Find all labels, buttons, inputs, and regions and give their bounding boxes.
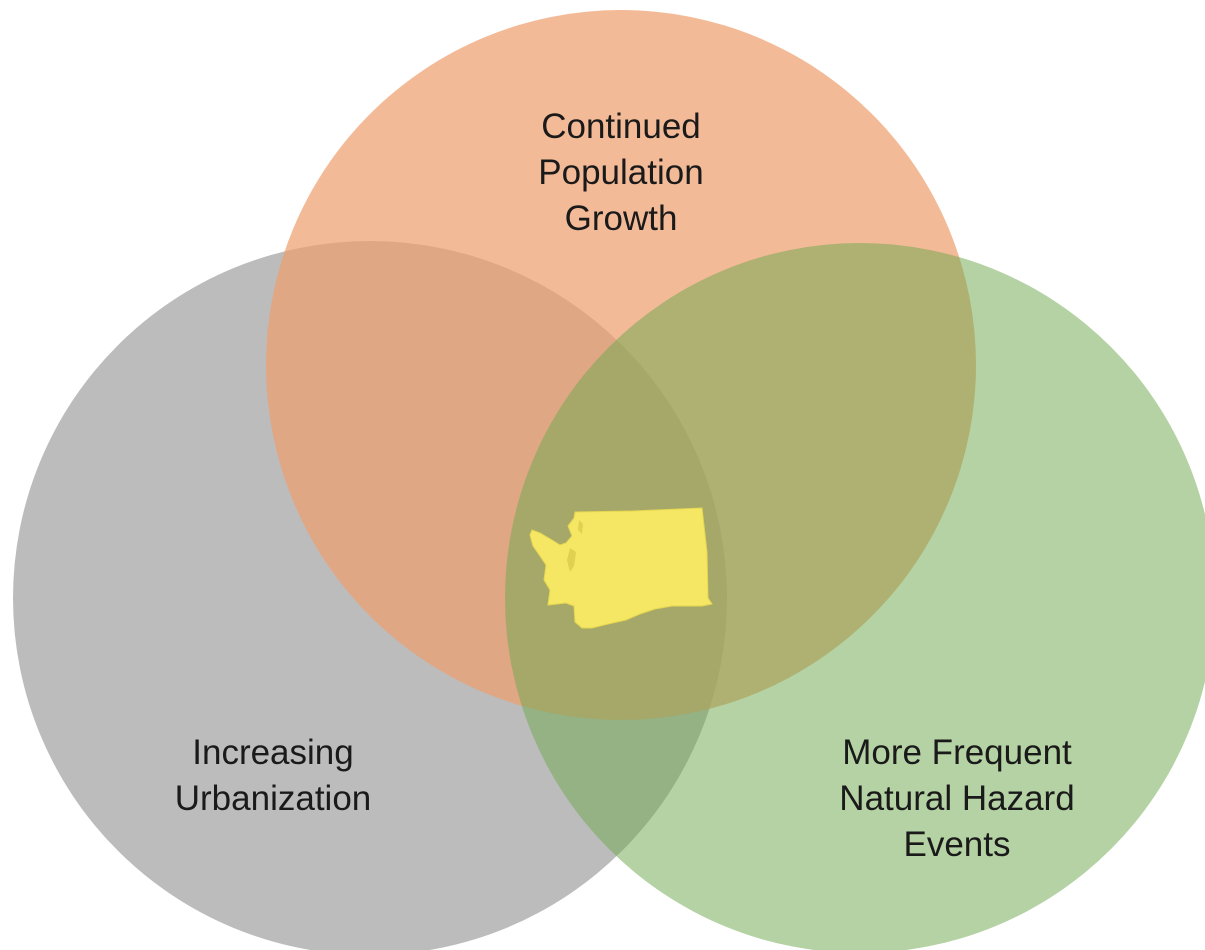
washington-state-icon	[529, 507, 713, 629]
urbanization-label-line-2: Urbanization	[174, 779, 372, 818]
population-growth-label-line-2: Population	[538, 153, 704, 192]
population-growth-label-line-1: Continued	[541, 107, 701, 146]
natural-hazards-label-line-1: More Frequent	[842, 733, 1072, 772]
urbanization-label-line-1: Increasing	[192, 733, 354, 772]
population-growth-label-line-3: Growth	[564, 199, 678, 238]
natural-hazards-label-line-3: Events	[903, 825, 1011, 864]
urbanization-label: Increasing Urbanization	[123, 730, 423, 822]
natural-hazards-label: More Frequent Natural Hazard Events	[797, 730, 1117, 868]
population-growth-label: Continued Population Growth	[471, 104, 771, 242]
natural-hazards-circle	[505, 243, 1205, 950]
natural-hazards-label-line-2: Natural Hazard	[839, 779, 1075, 818]
